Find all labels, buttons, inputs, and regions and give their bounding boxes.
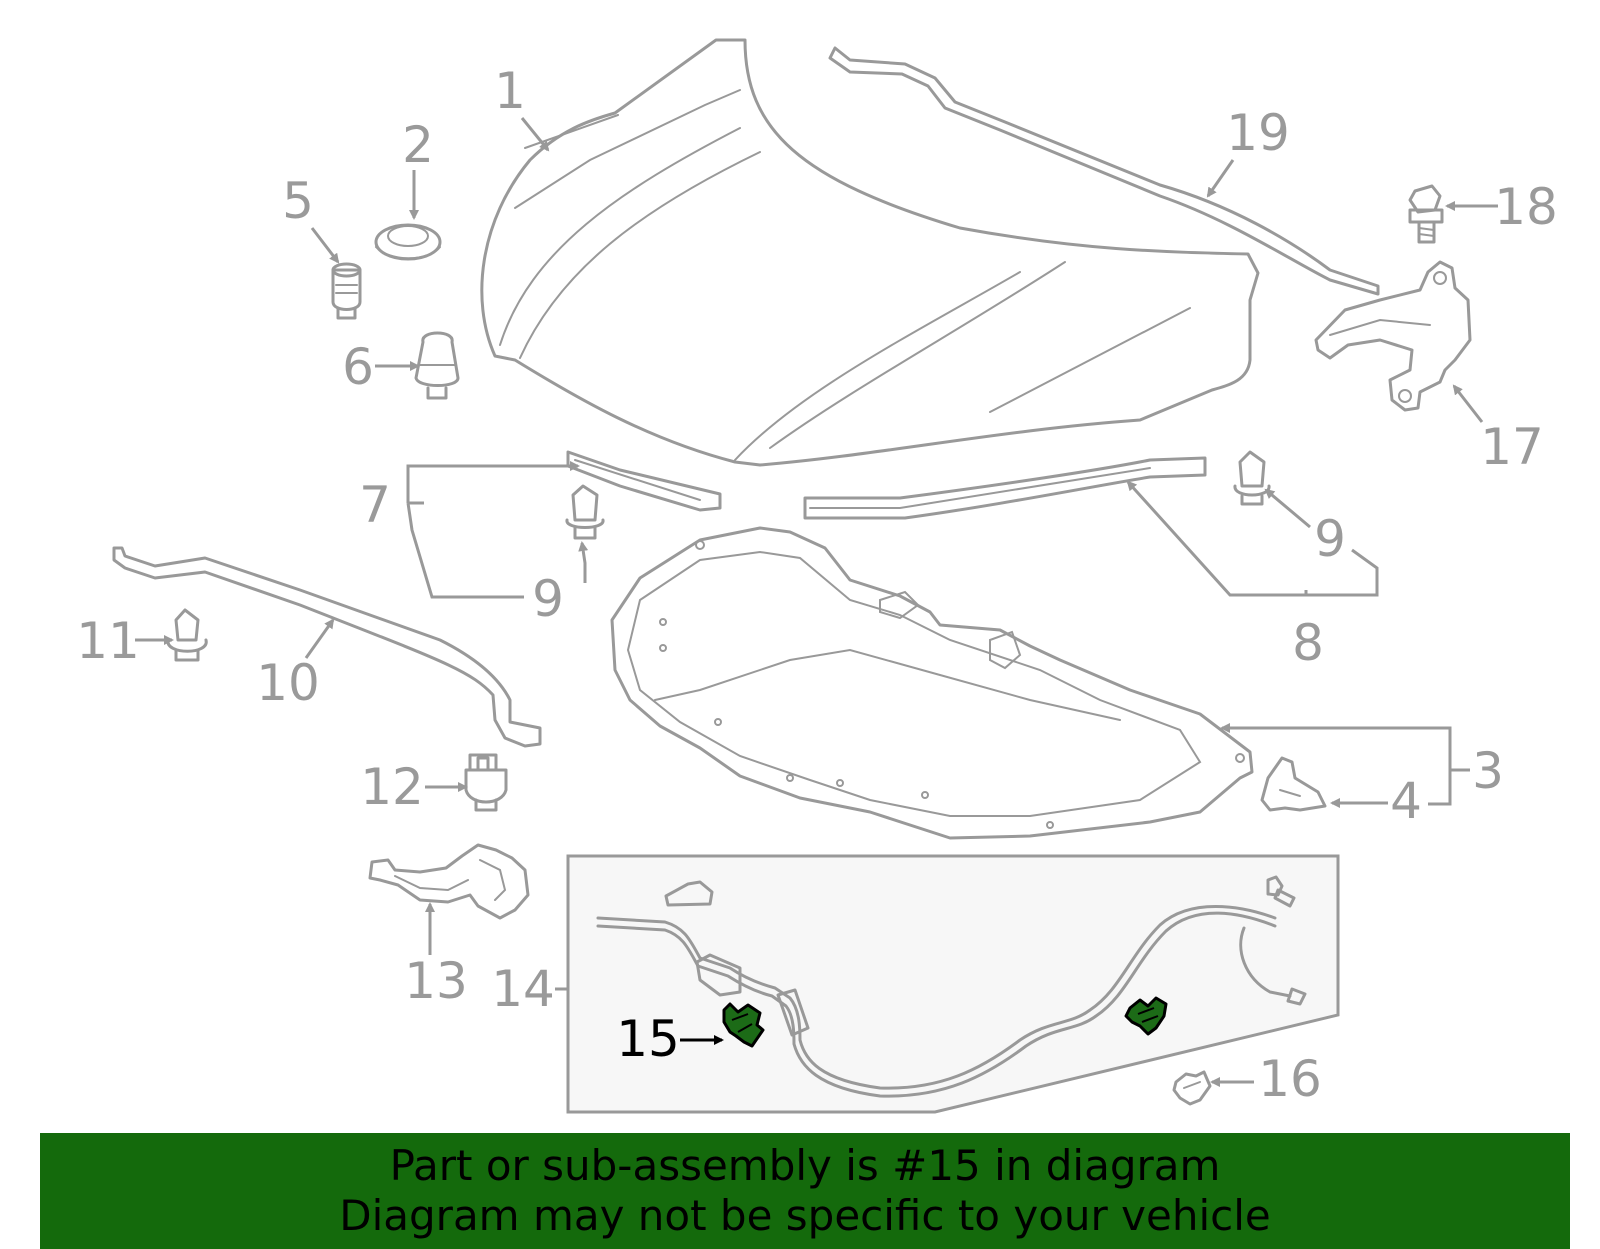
callout-3: 3 [1472,742,1504,800]
callout-4: 4 [1390,772,1422,830]
rod-clip [166,608,208,662]
callout-12: 12 [360,758,424,816]
hood-insulator [610,526,1254,840]
insulator-retainer [1260,756,1327,812]
callout-14: 14 [491,960,555,1018]
rod-holder [464,753,508,812]
leader-lines [135,117,1498,1087]
callout-1: 1 [494,62,526,120]
hood-latch [368,843,530,920]
hood-panel [480,38,1260,467]
hood-hinge [1314,260,1472,412]
callout-8: 8 [1292,614,1324,672]
callout-10: 10 [256,654,320,712]
right-molding [803,456,1207,520]
callout-17: 17 [1480,418,1544,476]
cable-clip-highlighted-second [1124,996,1168,1036]
info-banner: Part or sub-assembly is #15 in diagram D… [40,1133,1570,1249]
clip-left [565,484,605,540]
callout-19: 19 [1226,104,1290,162]
left-molding [566,450,722,512]
callout-5: 5 [282,172,314,230]
cushion [331,262,362,320]
callout-9-right: 9 [1314,510,1346,568]
cable-clip-highlighted [722,1002,765,1048]
callout-9-left: 9 [532,570,564,628]
support-rod [112,546,542,748]
parts-diagram: 1 2 3 4 5 6 7 8 9 9 10 11 12 13 14 15 16… [76,38,1558,1114]
callout-18: 18 [1494,178,1558,236]
callout-2: 2 [402,116,434,174]
callout-7: 7 [359,476,391,534]
callout-6: 6 [342,338,374,396]
callout-16: 16 [1258,1050,1322,1108]
callout-13: 13 [404,952,468,1010]
banner-line-disclaimer: Diagram may not be specific to your vehi… [339,1191,1271,1240]
release-cable-panel [566,854,1340,1114]
grommet [374,223,442,261]
callout-15: 15 [616,1010,680,1068]
clip-right [1233,450,1271,506]
banner-line-part: Part or sub-assembly is #15 in diagram [389,1141,1221,1190]
hood-bumper [414,331,460,400]
hinge-bolt [1408,184,1444,244]
callout-11: 11 [76,612,140,670]
hood-seal [828,46,1380,296]
cable-clip [1172,1070,1212,1106]
